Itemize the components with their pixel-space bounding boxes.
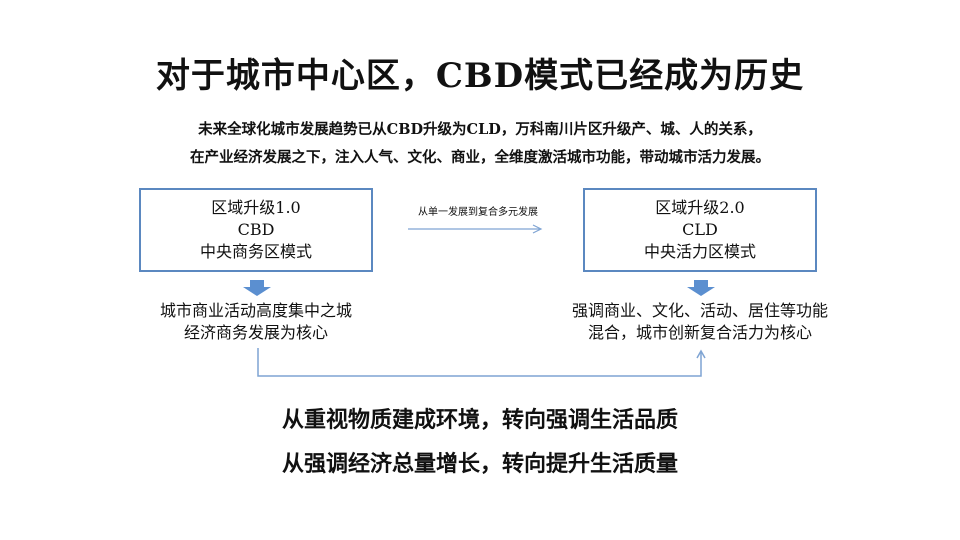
cbd-description-line-1: 城市商业活动高度集中之城 [159,301,352,320]
right-box-mode: 中央活力区模式 [643,242,756,261]
left-box-code: CBD [237,220,275,239]
subtitle-line-2: 在产业经济发展之下，注入人气、文化、商业，全维度激活城市功能，带动城市活力发展。 [190,149,770,166]
region-upgrade-1-box: 区域升级1.0 CBD 中央商务区模式 [139,188,373,272]
horizontal-arrow [408,224,543,234]
conclusion-line-1: 从重视物质建成环境，转向强调生活品质 [281,407,678,433]
right-box-title: 区域升级2.0 [655,198,745,217]
cbd-description: 城市商业活动高度集中之城 经济商务发展为核心 [106,300,406,344]
bottom-bracket-connector [257,348,706,377]
conclusion-line-2: 从强调经济总量增长，转向提升生活质量 [281,451,678,477]
subtitle-line-1: 未来全球化城市发展趋势已从CBD升级为CLD，万科南川片区升级产、城、人的关系， [198,121,762,138]
cld-description-line-2: 混合，城市创新复合活力为核心 [587,323,812,342]
cld-description: 强调商业、文化、活动、居住等功能 混合，城市创新复合活力为核心 [550,300,850,344]
slide-title: 对于城市中心区，CBD模式已经成为历史 [155,56,805,96]
right-down-arrow-icon [687,280,715,296]
connector-label: 从单一发展到复合多元发展 [418,207,538,218]
cld-description-line-1: 强调商业、文化、活动、居住等功能 [571,301,828,320]
right-box-code: CLD [682,220,718,239]
region-upgrade-2-box: 区域升级2.0 CLD 中央活力区模式 [583,188,817,272]
cbd-description-line-2: 经济商务发展为核心 [183,323,328,342]
left-box-mode: 中央商务区模式 [199,242,312,261]
left-box-title: 区域升级1.0 [211,198,301,217]
left-down-arrow-icon [243,280,271,296]
